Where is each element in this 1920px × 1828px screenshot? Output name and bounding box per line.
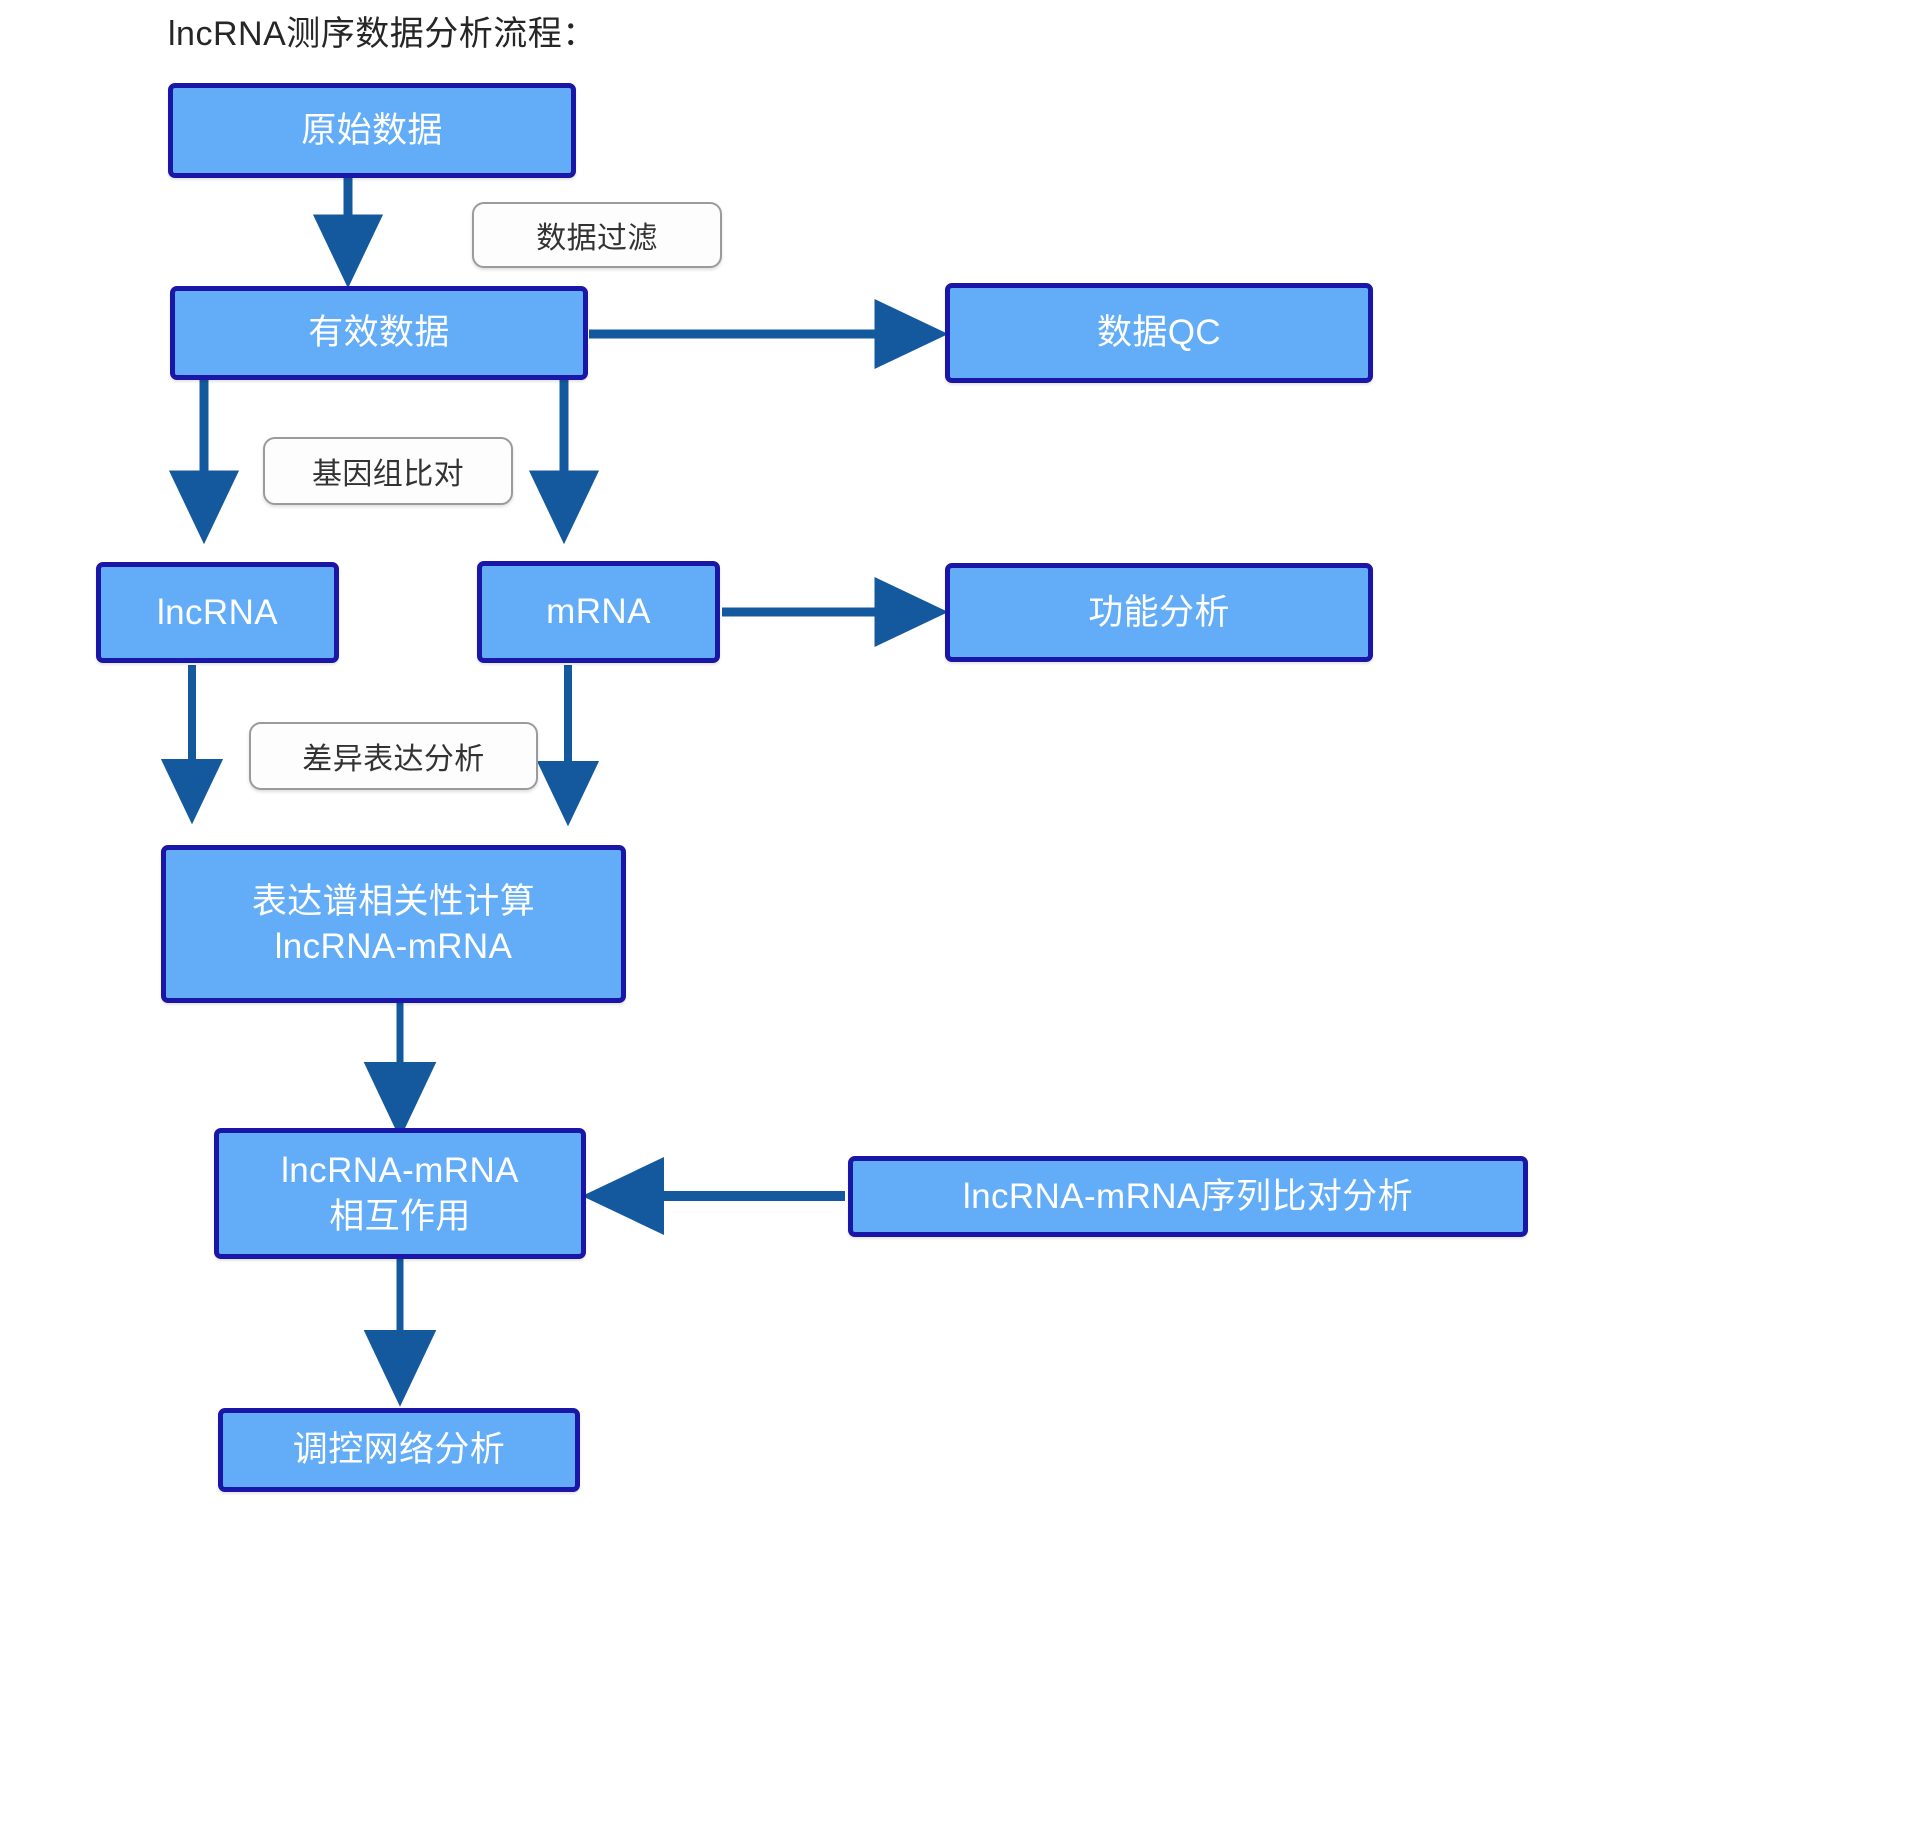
node-lncrna-label: lncRNA [156,592,279,632]
node-valid-data-label: 有效数据 [308,313,450,353]
node-lncrna-mrna-interaction-label: lncRNA-mRNA 相互作用 [281,1151,519,1236]
edge-label-differential-expression-text: 差异表达分析 [302,743,485,776]
node-raw-data[interactable]: 原始数据 [168,83,576,178]
node-valid-data[interactable]: 有效数据 [170,286,588,380]
edge-label-data-filter-text: 数据过滤 [536,222,658,255]
node-mrna-label: mRNA [546,592,651,632]
edge-label-genome-alignment: 基因组比对 [263,437,513,505]
edge-label-genome-alignment-text: 基因组比对 [312,458,464,491]
edge-label-data-filter: 数据过滤 [472,202,722,268]
node-raw-data-label: 原始数据 [301,110,443,150]
node-lncrna-mrna-interaction[interactable]: lncRNA-mRNA 相互作用 [214,1128,586,1259]
node-expression-correlation[interactable]: 表达谱相关性计算 lncRNA-mRNA [161,845,626,1003]
node-mrna[interactable]: mRNA [477,561,720,663]
node-sequence-alignment[interactable]: lncRNA-mRNA序列比对分析 [848,1156,1528,1237]
node-network-analysis[interactable]: 调控网络分析 [218,1408,580,1492]
node-function-analysis[interactable]: 功能分析 [945,563,1373,662]
page-title: lncRNA测序数据分析流程： [168,15,597,53]
node-data-qc[interactable]: 数据QC [945,283,1373,383]
node-lncrna[interactable]: lncRNA [96,562,339,663]
node-sequence-alignment-label: lncRNA-mRNA序列比对分析 [962,1176,1414,1216]
edge-label-differential-expression: 差异表达分析 [249,722,538,790]
node-function-analysis-label: 功能分析 [1088,592,1230,632]
node-expression-correlation-label: 表达谱相关性计算 lncRNA-mRNA [251,881,536,967]
node-network-analysis-label: 调控网络分析 [292,1430,506,1470]
node-data-qc-label: 数据QC [1096,313,1222,353]
